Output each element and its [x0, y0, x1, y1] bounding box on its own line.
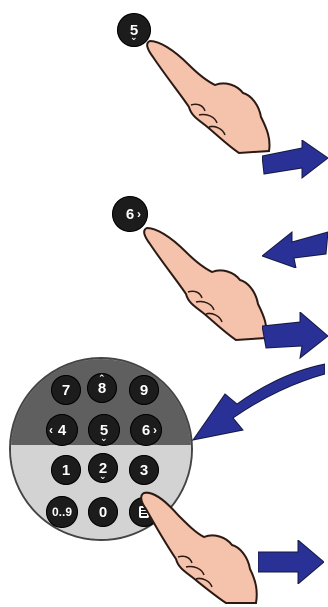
key-6[interactable]: 6 ›	[130, 414, 162, 446]
key-0-label: 0	[99, 505, 107, 520]
hand-pointer-icon	[142, 222, 272, 342]
key-5[interactable]: 5 ⌄	[88, 414, 120, 446]
key-8[interactable]: 8 ⌃	[87, 373, 117, 403]
key-1[interactable]: 1	[51, 455, 81, 485]
key-0-9-label: 0..9	[52, 506, 72, 518]
key-4[interactable]: 4 ‹	[46, 414, 78, 446]
key-0[interactable]: 0	[88, 497, 118, 527]
hand-pointer-icon	[145, 35, 275, 155]
updown-chevron-icon: ⌄	[99, 472, 107, 481]
up-chevron-icon: ⌃	[98, 374, 106, 383]
arrow-right-icon	[262, 140, 328, 184]
arrow-right-icon	[258, 540, 324, 584]
key-4-label: 4	[58, 423, 66, 438]
step2-key-label: 6	[126, 207, 134, 222]
down-chevron-icon: ⌄	[130, 33, 138, 42]
key-6-label: 6	[142, 423, 150, 438]
right-chevron-icon: ›	[137, 208, 141, 220]
hand-pointer-icon	[140, 487, 260, 605]
key-2[interactable]: 2 ⌄	[88, 453, 118, 483]
down-chevron-icon: ⌄	[100, 434, 108, 443]
right-chevron-icon: ›	[153, 424, 157, 436]
key-7-label: 7	[62, 383, 70, 398]
arrow-right-icon	[262, 312, 328, 364]
key-3-label: 3	[140, 463, 148, 478]
key-7[interactable]: 7	[51, 375, 81, 405]
curved-arrow-icon	[185, 360, 325, 460]
left-chevron-icon: ‹	[49, 424, 53, 436]
key-0-9[interactable]: 0..9	[46, 496, 78, 528]
key-3[interactable]: 3	[129, 455, 159, 485]
key-1-label: 1	[62, 463, 70, 478]
key-9-label: 9	[140, 383, 148, 398]
key-9[interactable]: 9	[129, 375, 159, 405]
